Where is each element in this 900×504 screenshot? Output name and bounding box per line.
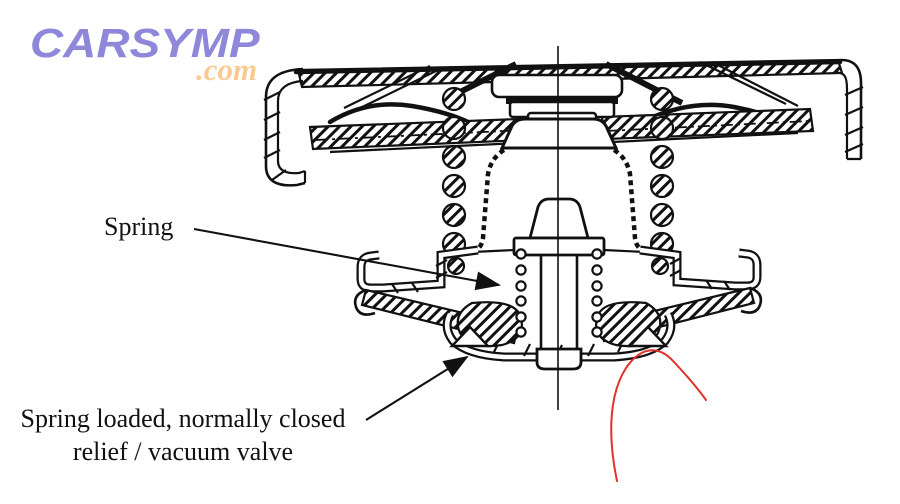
cap-skirt-right [832, 58, 864, 161]
valve-body-center [439, 97, 679, 257]
main-spring-right [649, 86, 675, 276]
seal-plate-right [600, 102, 815, 144]
cap-skirt-left [263, 67, 307, 187]
relief-valve-label: Spring loaded, normally closed relief / … [0, 402, 366, 468]
relief-valve-label-line1: Spring loaded, normally closed [20, 404, 346, 433]
watermark-logo: CARSYMP .com [28, 20, 328, 90]
spring-label: Spring [104, 212, 174, 241]
valve-stem [535, 255, 583, 371]
valve-bumper [512, 197, 606, 257]
retainer-bracket-right [639, 245, 762, 291]
relief-valve-cup [442, 301, 676, 362]
red-annotation-arc [610, 349, 707, 482]
spring-callout-arrow [193, 227, 502, 291]
small-valve-spring [515, 248, 603, 338]
valve-callout-arrow [365, 355, 469, 421]
relief-valve-label-line2: relief / vacuum valve [72, 437, 294, 466]
logo-tld-text: .com [196, 52, 258, 87]
logo-brand-text: CARSYMP [30, 20, 260, 66]
